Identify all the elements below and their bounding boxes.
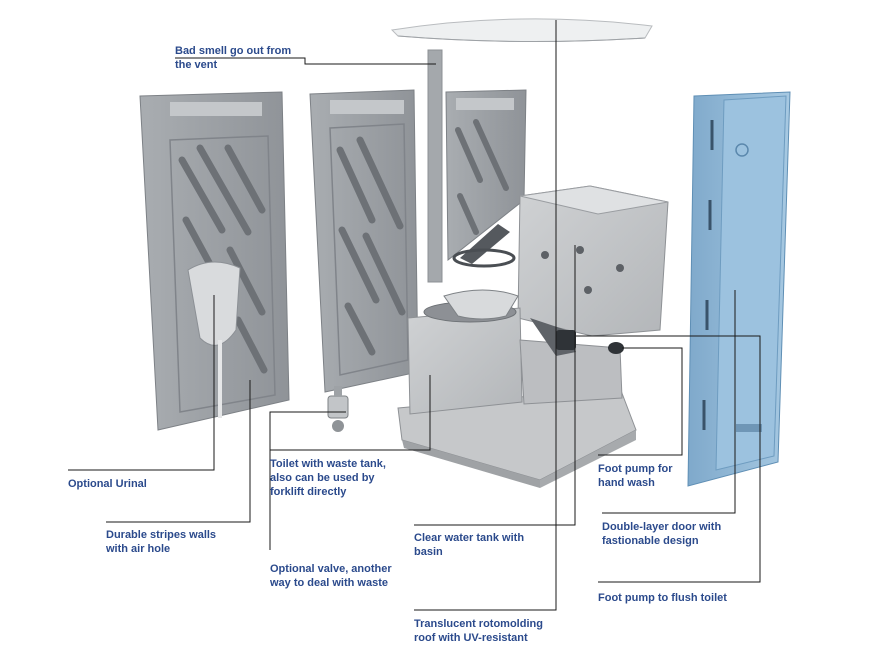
left-wall-panel (139, 91, 290, 431)
door-panel (687, 91, 791, 487)
label-vent: Bad smell go out from the vent (175, 45, 292, 71)
label-door: Double-layer door with fastionable desig… (602, 521, 722, 547)
back-wall-panel (445, 89, 527, 262)
label-urinal: Optional Urinal (68, 478, 147, 490)
label-water-tank: Clear water tank with basin (414, 532, 525, 558)
vent-pipe (427, 49, 443, 283)
optional-valve (327, 386, 349, 432)
label-walls: Durable stripes walls with air hole (106, 529, 217, 555)
middle-wall-panel (309, 89, 419, 393)
label-valve: Optional valve, another way to deal with… (270, 563, 392, 589)
foot-pump-flush (530, 318, 576, 356)
label-hand-pump: Foot pump for hand wash (598, 463, 673, 489)
label-toilet: Toilet with waste tank, also can be used… (270, 458, 386, 498)
foot-pump-hand-wash (608, 342, 624, 354)
roof (390, 18, 653, 43)
waste-tank-base (397, 289, 637, 488)
label-flush-pump: Foot pump to flush toilet (598, 592, 727, 604)
leader-lines (68, 20, 761, 611)
label-roof: Translucent rotomolding roof with UV-res… (414, 618, 543, 644)
